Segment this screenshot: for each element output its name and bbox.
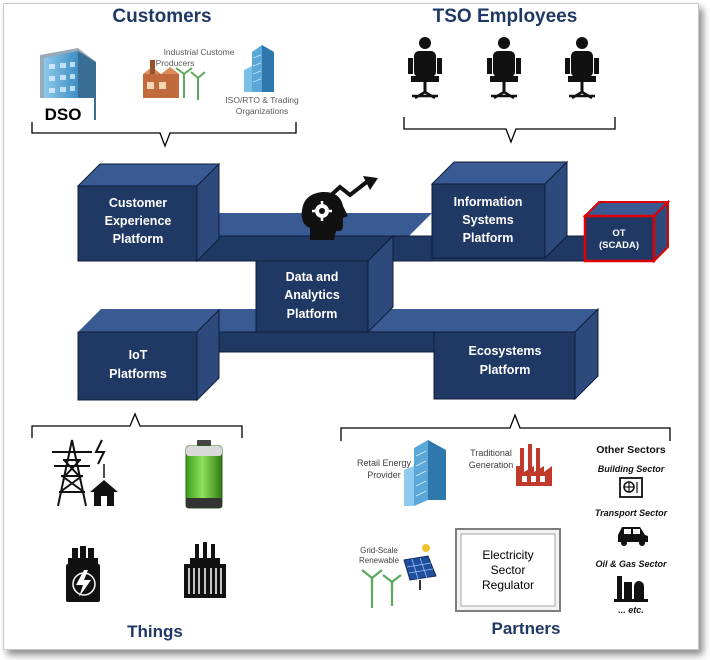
dso-label: DSO [45,105,82,124]
other-sector-building: Building Sector [598,464,665,474]
data-analytics-line3: Platform [287,307,338,321]
customers-brace [31,122,297,148]
customer-experience-line2: Experience [105,214,172,228]
industrial-label-line2: Producers [156,58,195,68]
customer-experience-platform: Customer Experience Platform [76,162,221,263]
oil-refinery-icon [614,576,648,602]
iso-label-line2: Organizations [236,106,288,116]
traditional-label-line1: Traditional [470,448,512,458]
other-sector-transport: Transport Sector [595,508,668,518]
ecosystems-line2: Platform [480,363,531,377]
things-heading: Things [127,622,183,641]
transmission-tower-icon [52,439,106,507]
information-systems-line2: Systems [462,213,513,227]
partners-brace [340,413,671,441]
ot-scada-platform: OT (SCADA) [582,199,671,264]
data-analytics-platform: Data and Analytics Platform [255,234,394,334]
information-systems-line1: Information [454,195,523,209]
customer-experience-line3: Platform [113,232,164,246]
things-brace [31,412,243,438]
other-sector-etc: ... etc. [618,605,644,615]
traditional-label-line2: Generation [469,460,514,470]
iso-label-line1: ISO/RTO & Trading [225,95,299,105]
renewable-label-line1: Grid-Scale [360,546,398,555]
renewable-label-line2: Renewable [359,556,400,565]
data-analytics-line2: Analytics [284,288,340,302]
factory-icon [143,60,179,98]
tso-employees-heading: TSO Employees [433,6,578,27]
retail-label-line1: Retail Energy [357,458,412,468]
trend-arrow-icon [327,176,378,199]
wind-turbine-icon [361,569,402,608]
retail-label-line2: Provider [367,470,401,480]
iot-line2: Platforms [109,367,167,381]
regulator-line2: Sector [491,563,526,577]
power-transformer-icon [184,542,226,598]
office-chair-icon [565,37,599,100]
information-systems-line3: Platform [463,231,514,245]
house-icon [90,464,118,506]
ecosystems-line1: Ecosystems [469,344,542,358]
office-tower-icon [244,45,274,92]
car-icon [618,527,648,546]
transformer-icon [66,546,100,602]
employees-brace [403,117,616,144]
office-tower-icon [404,440,446,506]
office-chair-icon [408,37,442,100]
regulator-line3: Regulator [482,578,534,592]
solar-panel-icon [403,544,437,590]
office-chair-icon [487,37,521,100]
ai-head-gear-icon [301,191,348,240]
ecosystems-platform: Ecosystems Platform [433,307,599,401]
iot-platform: IoT Platforms [77,308,220,402]
other-sectors-title: Other Sectors [596,444,666,456]
battery-icon [185,440,223,509]
customers-heading: Customers [112,6,211,27]
power-plant-icon [516,444,552,486]
industrial-label-line1: Industrial Custome [164,47,235,57]
hvac-icon [619,477,643,498]
information-systems-platform: Information Systems Platform [430,160,569,260]
ot-label-line1: OT [612,228,625,239]
partners-heading: Partners [492,619,561,638]
other-sector-oil-gas: Oil & Gas Sector [595,559,667,569]
regulator-line1: Electricity [482,548,533,562]
iot-line1: IoT [129,348,148,362]
data-analytics-line1: Data and [286,270,339,284]
ot-label-line2: (SCADA) [599,240,639,251]
regulator-box: Electricity Sector Regulator [455,528,561,612]
wind-turbine-icon [175,67,206,100]
dso-building-icon [36,48,96,124]
customer-experience-line1: Customer [109,196,167,210]
